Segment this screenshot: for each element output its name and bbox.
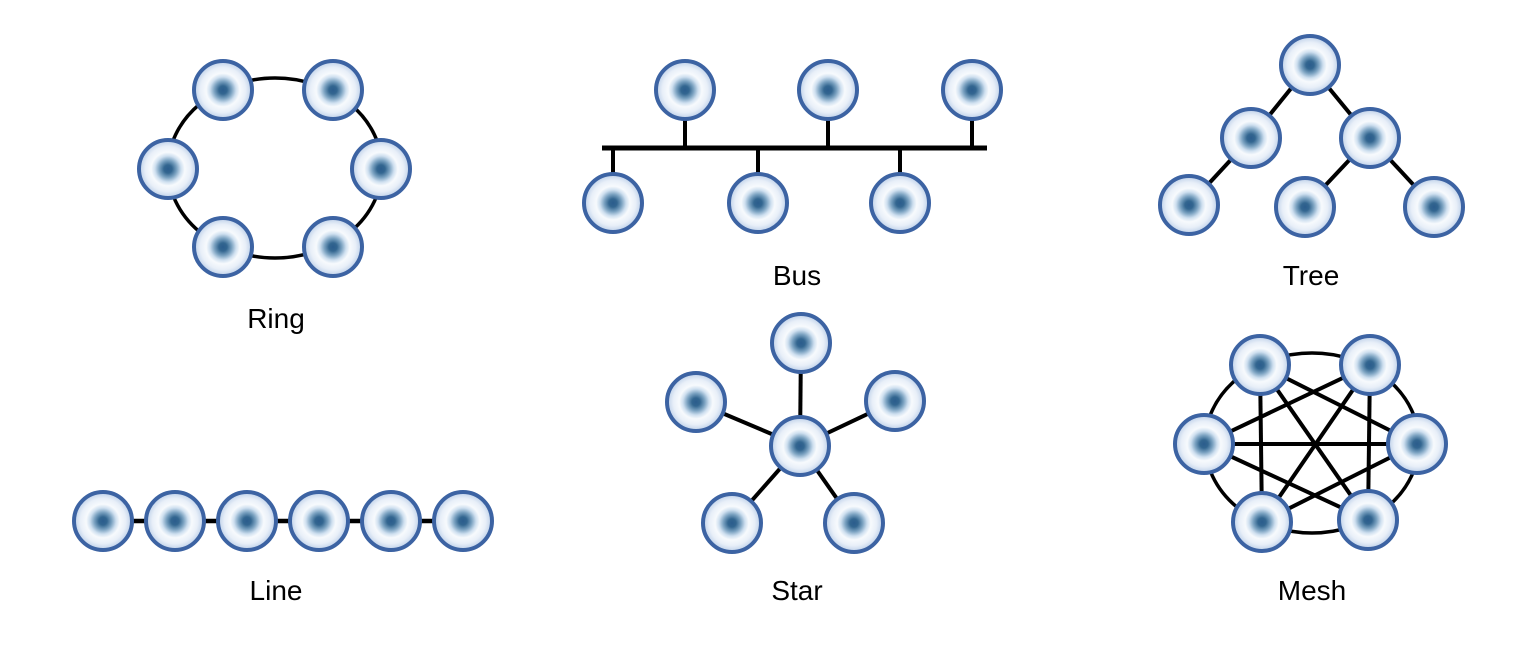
ring-network-node <box>137 138 199 200</box>
tree-network-node <box>1158 174 1220 236</box>
mesh-network-node <box>1386 413 1448 475</box>
bus-network-node <box>727 172 789 234</box>
mesh-network-node <box>1231 491 1293 553</box>
bus-network-node <box>582 172 644 234</box>
bus-network-node <box>869 172 931 234</box>
ring-network-node <box>350 138 412 200</box>
line-topology-label: Line <box>249 575 303 606</box>
tree-network-node <box>1339 107 1401 169</box>
ring-network-node <box>192 216 254 278</box>
line-network-node <box>288 490 350 552</box>
mesh-network-node <box>1337 489 1399 551</box>
tree-network-node <box>1220 107 1282 169</box>
star-topology-label: Star <box>771 575 823 606</box>
topology-mesh <box>1173 334 1448 553</box>
line-network-node <box>72 490 134 552</box>
star-network-node <box>665 371 727 433</box>
tree-topology-label: Tree <box>1282 260 1340 291</box>
mesh-topology-label: Mesh <box>1277 575 1347 606</box>
line-network-node <box>432 490 494 552</box>
ring-network-node <box>302 59 364 121</box>
star-network-node <box>864 370 926 432</box>
topology-bus <box>582 59 1003 234</box>
mesh-network-node <box>1173 413 1235 475</box>
bus-network-node <box>797 59 859 121</box>
ring-network-node <box>302 216 364 278</box>
mesh-network-node <box>1339 334 1401 396</box>
topology-tree <box>1158 34 1465 238</box>
star-network-node <box>770 312 832 374</box>
topology-star <box>665 312 926 554</box>
ring-topology-label: Ring <box>247 303 305 334</box>
star-network-node <box>769 415 831 477</box>
tree-network-node <box>1403 176 1465 238</box>
topology-ring <box>137 59 412 278</box>
star-network-node <box>701 492 763 554</box>
star-network-node <box>823 492 885 554</box>
ring-network-node <box>192 59 254 121</box>
line-network-node <box>360 490 422 552</box>
bus-network-node <box>941 59 1003 121</box>
line-network-node <box>144 490 206 552</box>
bus-network-node <box>654 59 716 121</box>
bus-topology-label: Bus <box>772 260 822 291</box>
tree-network-node <box>1274 176 1336 238</box>
topology-line <box>72 490 494 552</box>
mesh-network-node <box>1229 334 1291 396</box>
line-network-node <box>216 490 278 552</box>
tree-network-node <box>1279 34 1341 96</box>
